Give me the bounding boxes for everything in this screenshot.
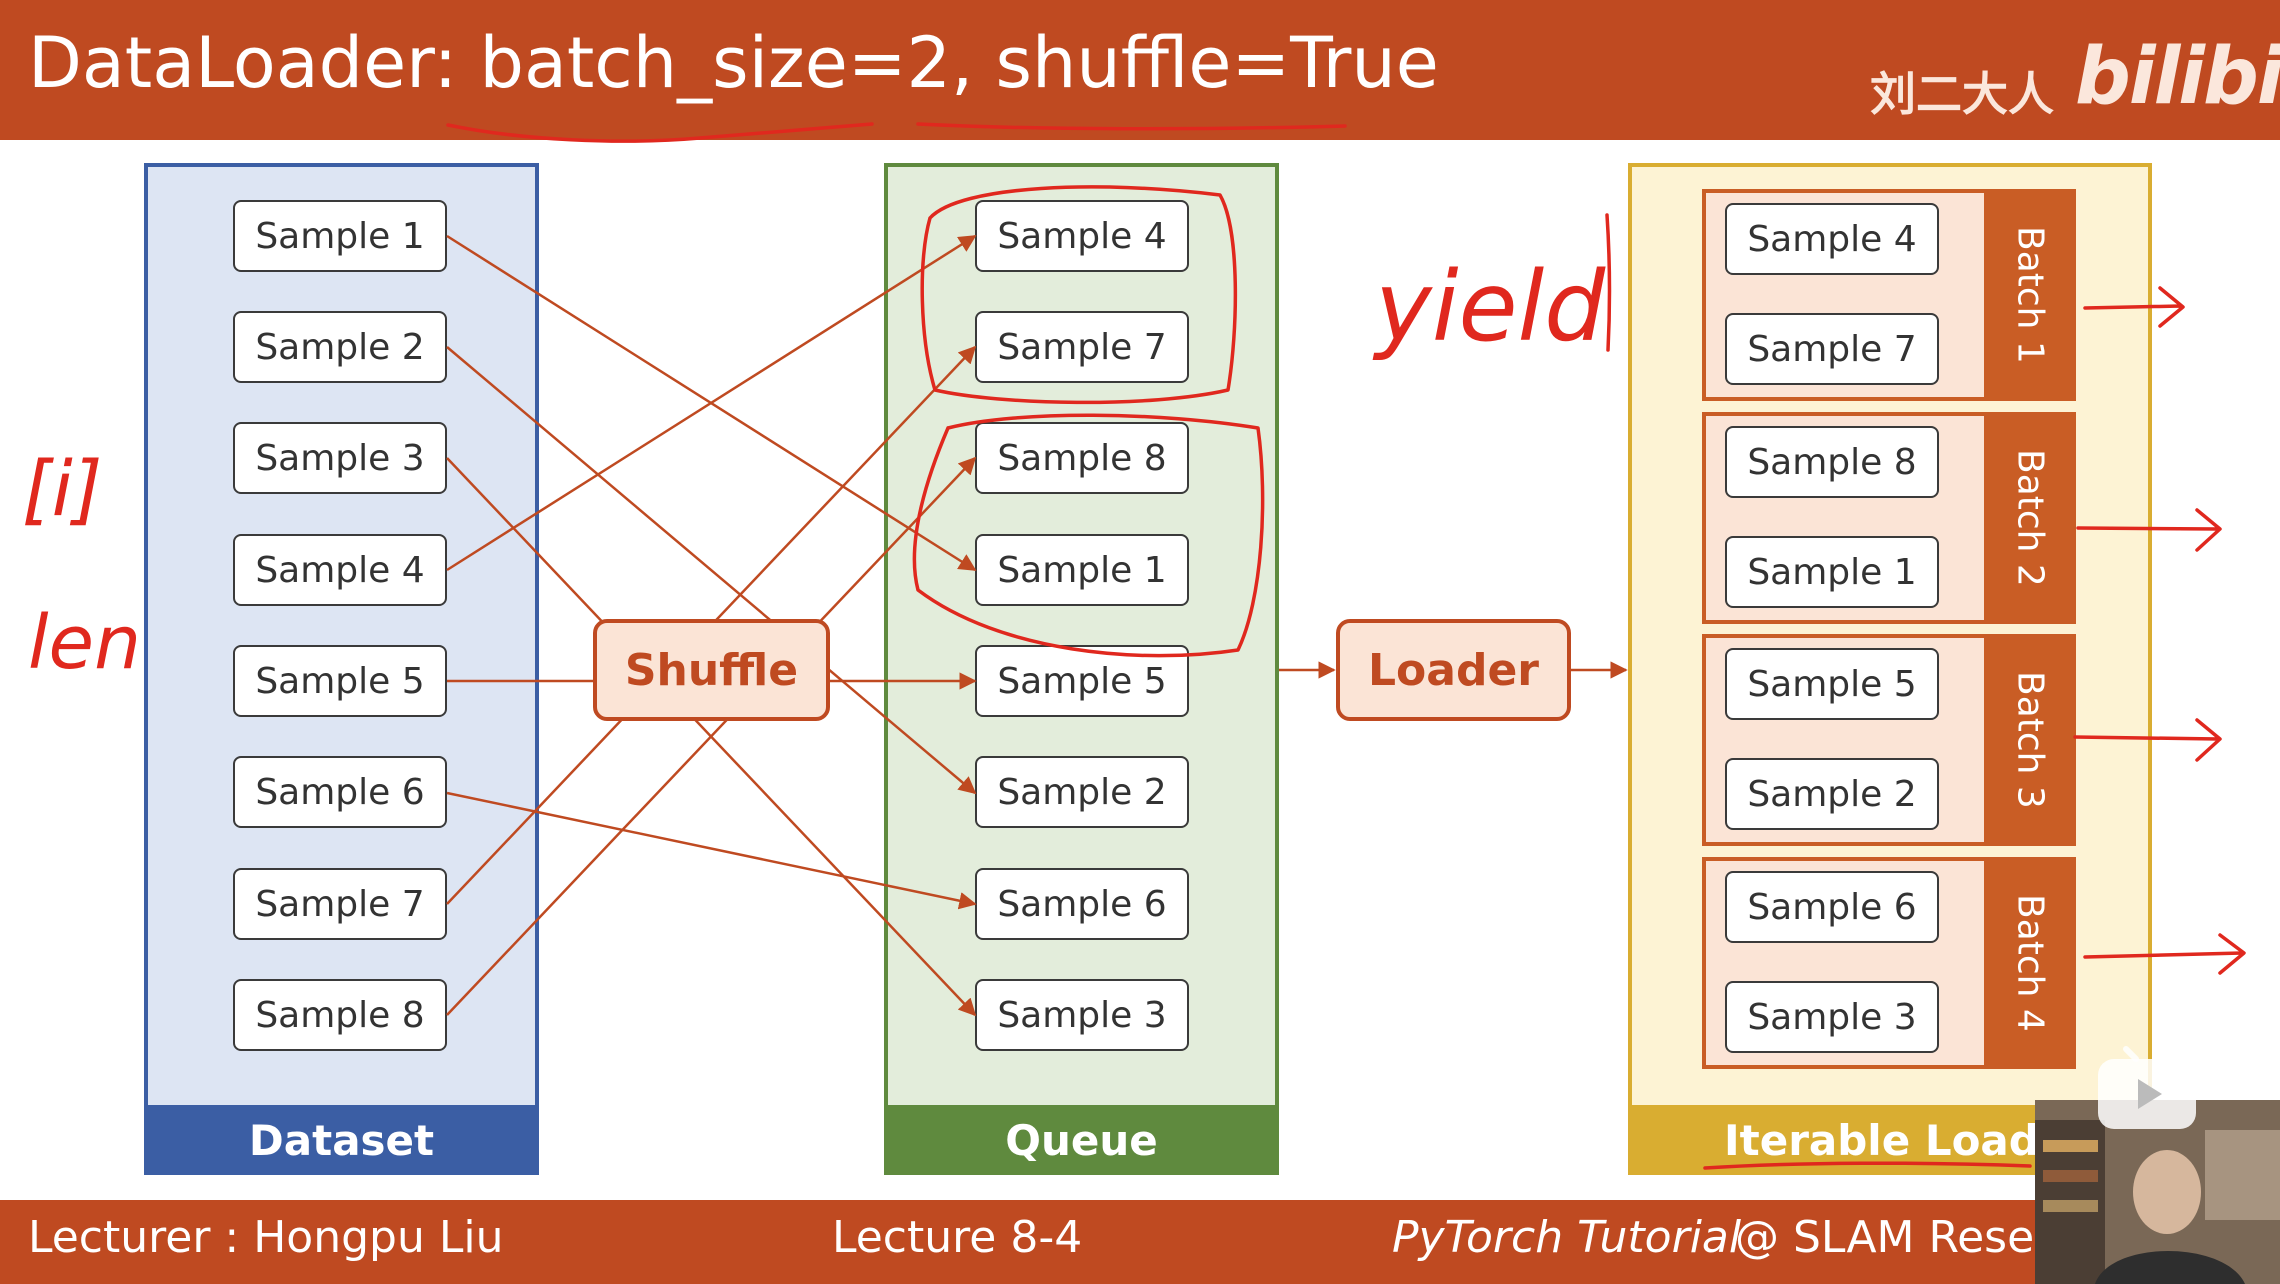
dataset-sample: Sample 4: [233, 534, 447, 606]
lecturer-name: Lecturer : Hongpu Liu: [28, 1212, 504, 1263]
lecture-number: Lecture 8-4: [832, 1212, 1083, 1263]
dataset-sample: Sample 5: [233, 645, 447, 717]
header-bar: [0, 0, 2280, 140]
batch4-out-arrow: [2083, 933, 2246, 975]
slide-title: DataLoader: batch_size=2, shuffle=True: [28, 22, 1439, 104]
dataset-sample: Sample 7: [233, 868, 447, 940]
shuffle-line-s8: [446, 456, 977, 1016]
dataset-sample: Sample 6: [233, 756, 447, 828]
shuffle-line-s6: [446, 791, 977, 910]
queue-sample: Sample 6: [975, 868, 1189, 940]
title-underline-1: [446, 122, 874, 143]
batch-sample: Sample 1: [1725, 536, 1939, 608]
batch-label-4: Batch 4: [1984, 857, 2076, 1069]
batch3-out-arrow: [2073, 718, 2222, 762]
brand-name: 刘二大人: [1870, 67, 2054, 121]
queue-sample: Sample 1: [975, 534, 1189, 606]
shuffle-box: Shuffle: [593, 619, 830, 721]
queue-sample: Sample 7: [975, 311, 1189, 383]
shuffle-line-s4: [446, 234, 977, 572]
batch2-circle: [912, 413, 1265, 658]
batch-sample: Sample 8: [1725, 426, 1939, 498]
dataset-sample: Sample 8: [233, 979, 447, 1051]
tutorial-title: PyTorch Tutorial: [1392, 1212, 1742, 1263]
batch1-out-arrow: [2083, 286, 2185, 328]
webcam-overlay: [2035, 1100, 2280, 1284]
batch-sample: Sample 2: [1725, 758, 1939, 830]
bilibili-logo: bilibili: [2075, 32, 2280, 122]
footer-bar: [0, 1200, 2280, 1284]
title-underline-2: [916, 122, 1347, 131]
batch-label-3: Batch 3: [1984, 634, 2076, 846]
batch1-circle: [920, 185, 1238, 405]
queue-sample: Sample 2: [975, 756, 1189, 828]
iterable-label-underline: [1703, 1161, 2032, 1170]
batch-sample: Sample 3: [1725, 981, 1939, 1053]
dataset-sample: Sample 1: [233, 200, 447, 272]
loader-box: Loader: [1336, 619, 1571, 721]
batch-sample: Sample 6: [1725, 871, 1939, 943]
batch-label-1: Batch 1: [1984, 189, 2076, 401]
dataset-label: Dataset: [144, 1105, 539, 1175]
shuffle-line-s2: [446, 346, 977, 795]
annotation-yield: yield: [1372, 251, 1606, 363]
annotation-index: [i]: [22, 444, 102, 533]
play-icon[interactable]: [2092, 1045, 2202, 1140]
yield-bar: [1605, 213, 1612, 352]
batch-label-2: Batch 2: [1984, 412, 2076, 624]
dataset-sample: Sample 3: [233, 422, 447, 494]
queue-label: Queue: [884, 1105, 1279, 1175]
batch-sample: Sample 4: [1725, 203, 1939, 275]
dataset-sample: Sample 2: [233, 311, 447, 383]
batch2-out-arrow: [2076, 508, 2222, 552]
queue-sample: Sample 8: [975, 422, 1189, 494]
batch-sample: Sample 7: [1725, 313, 1939, 385]
queue-sample: Sample 3: [975, 979, 1189, 1051]
batch-sample: Sample 5: [1725, 648, 1939, 720]
annotation-len: len: [28, 600, 141, 686]
queue-sample: Sample 4: [975, 200, 1189, 272]
